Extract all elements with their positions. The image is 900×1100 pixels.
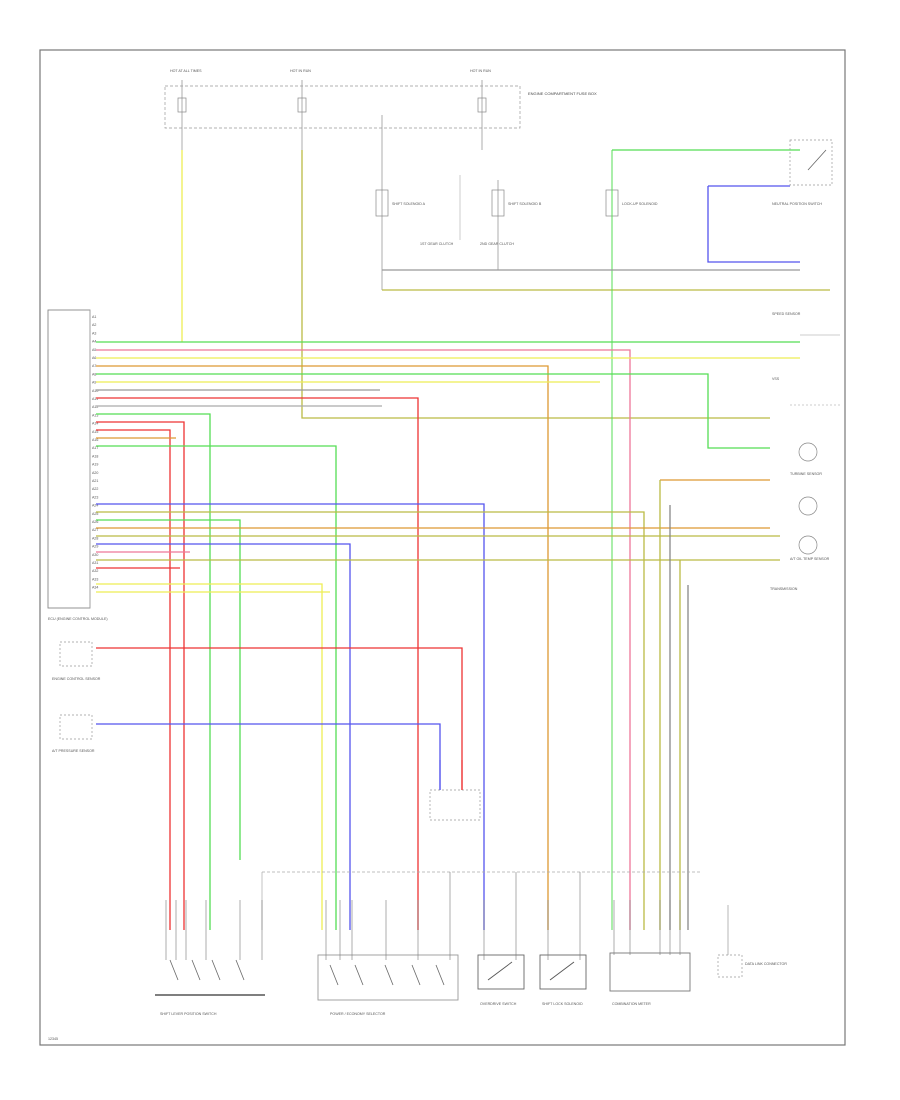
speed-sensor: SPEED SENSOR xyxy=(772,312,840,336)
ecm-pin-label: A9 xyxy=(92,381,96,385)
ecm-pin-label: A28 xyxy=(92,536,98,540)
fuse-left: HOT AT ALL TIMES xyxy=(170,69,202,150)
combination-meter-label: COMBINATION METER xyxy=(612,1002,651,1006)
terminal-stubs xyxy=(165,872,681,960)
clutch-2-label: 2ND GEAR CLUTCH xyxy=(480,242,514,246)
ecm-pin-label: A16 xyxy=(92,438,98,442)
fuse-box-label: ENGINE COMPARTMENT FUSE BOX xyxy=(528,91,597,96)
oil-temp-sensor: A/T OIL TEMP SENSOR xyxy=(790,496,830,561)
ecm-pin-label: A6 xyxy=(92,356,96,360)
vss: VSS xyxy=(772,377,840,406)
ecm-pin-label: A21 xyxy=(92,479,98,483)
shift-lever-switch-label: SHIFT LEVER POSITION SWITCH xyxy=(160,1012,217,1016)
fuse-mid: HOT IN RUN xyxy=(290,69,311,150)
ecm-pin-label: A29 xyxy=(92,545,98,549)
ecm-pin-label: A7 xyxy=(92,364,96,368)
ecm-pin-label: A32 xyxy=(92,569,98,573)
ecm-pin-label: A30 xyxy=(92,553,98,557)
turbine-sensor-label: TURBINE SENSOR xyxy=(790,472,822,476)
pressure-sensor-label: A/T PRESSURE SENSOR xyxy=(52,749,95,753)
ecm-pin-label: A10 xyxy=(92,389,98,393)
data-link-connector-label: DATA LINK CONNECTOR xyxy=(745,962,787,966)
power-economy-selector: POWER / ECONOMY SELECTOR xyxy=(317,954,459,1016)
ecm-pin-label: A15 xyxy=(92,430,98,434)
fuse-left-label: HOT AT ALL TIMES xyxy=(170,69,202,73)
combination-meter: COMBINATION METER xyxy=(609,952,691,1006)
fuse-box: ENGINE COMPARTMENT FUSE BOX HOT AT ALL T… xyxy=(164,69,597,150)
fuse-right-label: HOT IN RUN xyxy=(470,69,491,73)
ecm-pin-label: A24 xyxy=(92,504,98,508)
ecm-pin-label: A20 xyxy=(92,471,98,475)
footer-code: 12345 xyxy=(48,1037,58,1041)
overdrive-switch: OVERDRIVE SWITCH xyxy=(477,954,525,1006)
transmission-label: TRANSMISSION xyxy=(770,587,798,591)
engine-control-sensor-label: ENGINE CONTROL SENSOR xyxy=(52,677,101,681)
power-economy-label: POWER / ECONOMY SELECTOR xyxy=(330,1012,386,1016)
shift-lock-solenoid: SHIFT LOCK SOLENOID xyxy=(539,954,587,1006)
engine-control-sensor: ENGINE CONTROL SENSOR xyxy=(52,641,101,681)
ecm-pin-label: A31 xyxy=(92,561,98,565)
solenoid-b-label: SHIFT SOLENOID B xyxy=(508,202,542,206)
ecm-pin-label: A19 xyxy=(92,463,98,467)
diagram-frame xyxy=(39,49,846,1046)
ecm-pin-label: A33 xyxy=(92,577,98,581)
lockup-solenoid-label: LOCK-UP SOLENOID xyxy=(622,202,658,206)
ecm-pin-label: A8 xyxy=(92,372,96,376)
ecm-connector: A1A2A3A4A5A6A7A8A9A10A11A12A13A14A15A16A… xyxy=(47,309,108,621)
overdrive-switch-label: OVERDRIVE SWITCH xyxy=(480,1002,517,1006)
lockup-solenoid: LOCK-UP SOLENOID xyxy=(605,180,658,270)
ecm-pin-label: A2 xyxy=(92,323,96,327)
ecm-pin-label: A22 xyxy=(92,487,98,491)
ecm-label: ECU (ENGINE CONTROL MODULE) xyxy=(48,617,108,621)
clutch-1-label: 1ST GEAR CLUTCH xyxy=(420,242,454,246)
oil-temp-sensor-label: A/T OIL TEMP SENSOR xyxy=(790,557,830,561)
ecm-pin-label: A23 xyxy=(92,495,98,499)
wire-layer xyxy=(96,149,830,930)
ecm-connector-body xyxy=(47,309,91,609)
ecm-pin-label: A5 xyxy=(92,348,96,352)
ecm-pin-label: A14 xyxy=(92,422,98,426)
ecm-pin-label: A18 xyxy=(92,454,98,458)
speed-sensor-label: SPEED SENSOR xyxy=(772,312,801,316)
ecm-pin-label: A13 xyxy=(92,413,98,417)
ecm-pin-label: A25 xyxy=(92,512,98,516)
turbine-sensor: TURBINE SENSOR xyxy=(790,442,822,476)
ecm-pin-label: A26 xyxy=(92,520,98,524)
ecm-pin-label: A34 xyxy=(92,586,98,590)
vss-label: VSS xyxy=(772,377,780,381)
fuse-mid-label: HOT IN RUN xyxy=(290,69,311,73)
fuse-right: HOT IN RUN xyxy=(470,69,491,150)
shift-lever-position-switch: SHIFT LEVER POSITION SWITCH xyxy=(155,959,265,1016)
ecm-pin-list: A1A2A3A4A5A6A7A8A9A10A11A12A13A14A15A16A… xyxy=(92,315,98,590)
ecm-pin-label: A27 xyxy=(92,528,98,532)
ecm-pin-label: A11 xyxy=(92,397,98,401)
solenoid-a-label: SHIFT SOLENOID A xyxy=(392,202,426,206)
solenoid-group: SHIFT SOLENOID A SHIFT SOLENOID B LOCK-U… xyxy=(375,115,658,290)
ecm-pin-label: A1 xyxy=(92,315,96,319)
ecm-pin-label: A4 xyxy=(92,340,96,344)
solenoid-b: SHIFT SOLENOID B xyxy=(491,180,542,270)
ecm-pin-label: A12 xyxy=(92,405,98,409)
ecm-pin-label: A3 xyxy=(92,331,96,335)
ecm-pin-label: A17 xyxy=(92,446,98,450)
data-link-connector: DATA LINK CONNECTOR xyxy=(717,905,787,978)
neutral-switch-label: NEUTRAL POSITION SWITCH xyxy=(772,202,822,206)
solenoid-a: SHIFT SOLENOID A xyxy=(375,115,426,290)
neutral-position-switch: NEUTRAL POSITION SWITCH xyxy=(772,139,833,206)
shift-lock-solenoid-label: SHIFT LOCK SOLENOID xyxy=(542,1002,583,1006)
junction-connector xyxy=(429,760,481,821)
pressure-sensor: A/T PRESSURE SENSOR xyxy=(52,714,95,753)
